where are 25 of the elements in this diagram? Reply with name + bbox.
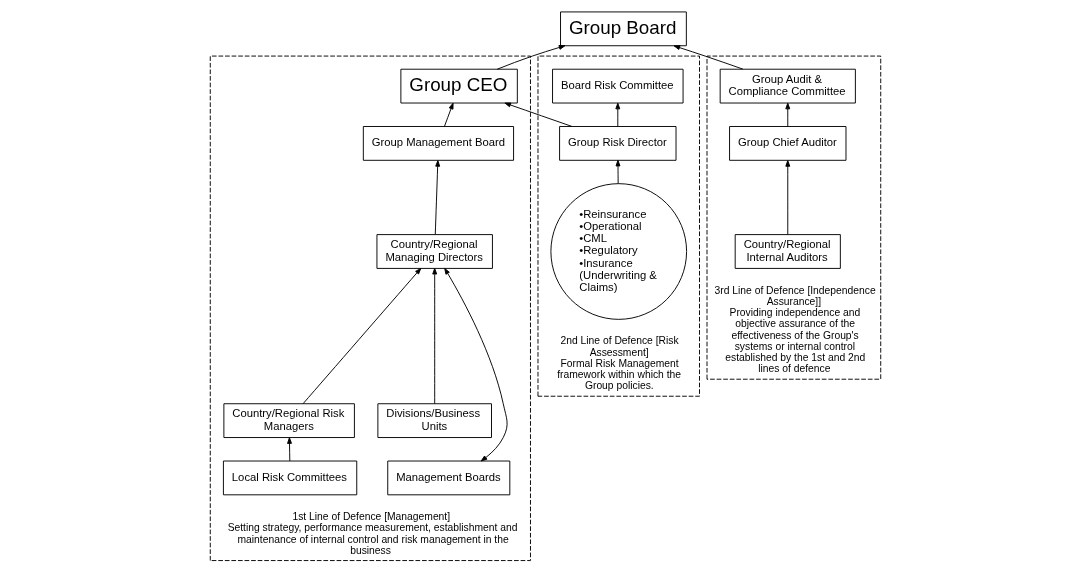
node-box: Group CEO: [400, 68, 518, 104]
arrow: [432, 267, 438, 405]
node-box: Group Risk Director: [559, 126, 677, 161]
arrow: [785, 160, 791, 235]
arrow: [615, 159, 621, 185]
arrow: [615, 102, 621, 127]
node-box: Group Chief Auditor: [729, 126, 847, 161]
node-box: Group Management Board: [362, 126, 515, 161]
arrow: [434, 160, 441, 235]
node-box: Divisions/Business Units: [377, 403, 492, 438]
arrow: [287, 437, 292, 462]
arrow: [785, 102, 791, 127]
node-box: Country/Regional Risk Managers: [223, 403, 355, 438]
arrow: [302, 267, 422, 405]
node-box: Board Risk Committee: [552, 68, 684, 104]
node-box: Country/Regional Internal Auditors: [734, 234, 841, 269]
node-box: Country/Regional Managing Directors: [376, 234, 493, 269]
arrow: [504, 102, 573, 127]
node-box: Management Boards: [387, 460, 511, 496]
node-box: Group Audit & Compliance Committee: [719, 68, 856, 104]
node-box: Group Board: [560, 11, 687, 47]
node-circle: •Reinsurance •Operational •CML •Regulatory •Insurance (Underwriting & Claims): [550, 183, 688, 320]
arrow: [443, 102, 454, 127]
node-box: Local Risk Committees: [222, 460, 358, 496]
arrow: [444, 267, 508, 462]
